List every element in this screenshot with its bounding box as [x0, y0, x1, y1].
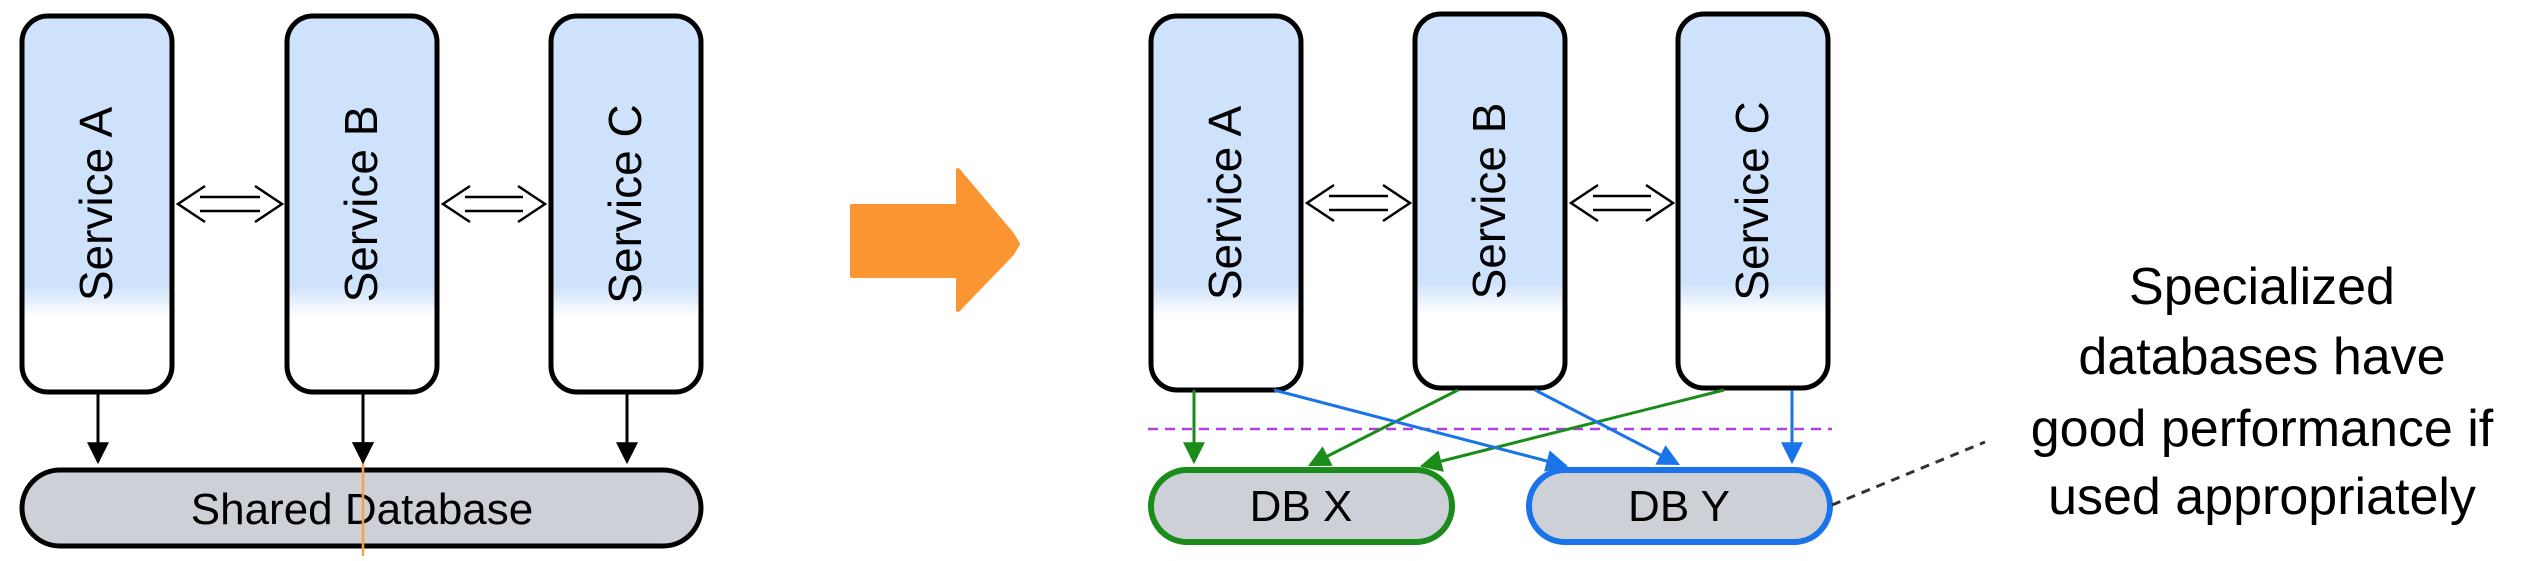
database-x: DB X [1148, 467, 1455, 545]
link-b-to-db-x [1308, 388, 1459, 467]
left-service-c-label: Service C [599, 104, 651, 303]
left-double-arrow-a-b [175, 184, 285, 224]
link-b-to-db-y [1534, 388, 1680, 466]
database-y-label: DB Y [1628, 482, 1730, 531]
right-double-arrow-a-b [1304, 183, 1413, 223]
note-line-2: databases have [2078, 328, 2445, 386]
note-callout: Specialized databases have good performa… [2031, 258, 2494, 526]
right-architecture: Service A Service B Service C [1148, 11, 1833, 545]
note-line-1: Specialized [2129, 258, 2395, 316]
link-c-to-db-x [1419, 388, 1725, 472]
left-architecture: Service A Service B Service C [19, 13, 704, 556]
right-service-c: Service C [1675, 11, 1831, 391]
database-x-label: DB X [1250, 482, 1353, 531]
transition-arrow-icon [850, 168, 1020, 312]
db-y-links [1273, 388, 1803, 472]
left-service-a-label: Service A [70, 107, 122, 302]
left-service-c: Service C [548, 13, 704, 395]
right-service-a: Service A [1148, 13, 1304, 393]
left-service-b-label: Service B [335, 106, 387, 303]
link-a-to-db-y [1273, 388, 1569, 472]
right-service-b: Service B [1412, 11, 1568, 391]
right-service-c-label: Service C [1726, 101, 1778, 300]
right-service-a-label: Service A [1199, 106, 1251, 301]
db-x-links [1183, 388, 1725, 472]
note-line-4: used appropriately [2048, 468, 2476, 526]
right-double-arrow-b-c [1568, 183, 1676, 223]
left-service-b: Service B [284, 13, 440, 395]
left-double-arrow-b-c [440, 184, 548, 224]
right-service-b-label: Service B [1463, 103, 1515, 300]
left-service-a: Service A [19, 13, 175, 395]
database-y: DB Y [1526, 467, 1833, 545]
note-line-3: good performance if [2031, 400, 2494, 458]
shared-database: Shared Database [19, 467, 704, 549]
note-connector-dashed-line [1831, 440, 1986, 507]
